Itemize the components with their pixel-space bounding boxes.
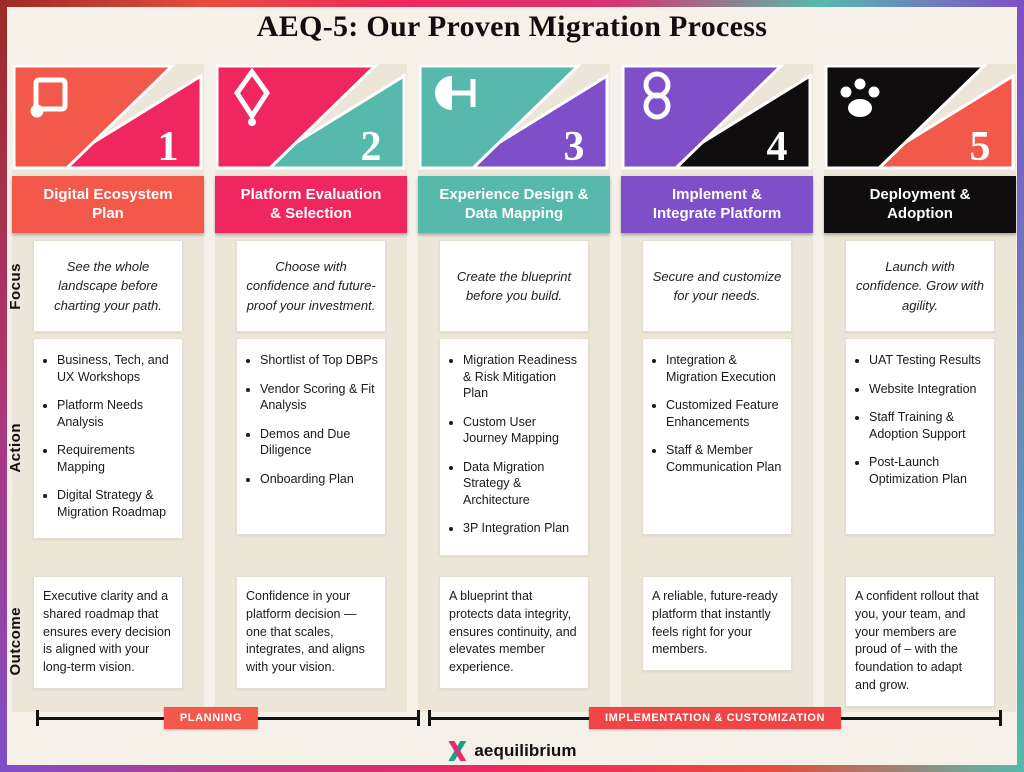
stage-column-2: 2 Platform Evaluation & Selection Choose…: [215, 64, 407, 712]
stage-5-focus-card: Launch with confidence. Grow with agilit…: [845, 240, 995, 332]
stage-2-flag-banner: 2: [215, 64, 406, 170]
stage-column-5: 5 Deployment & Adoption Launch with conf…: [824, 64, 1016, 712]
action-item: Requirements Mapping: [57, 442, 176, 475]
stage-3-outcome-card: A blueprint that protects data integrity…: [439, 576, 589, 689]
action-item: Data Migration Strategy & Architecture: [463, 459, 582, 509]
action-item: Shortlist of Top DBPs: [260, 352, 379, 369]
stage-1-title-bar: Digital Ecosystem Plan: [12, 176, 204, 233]
gradient-border-top: [0, 0, 1024, 7]
stage-1-action-card: Business, Tech, and UX Workshops Platfor…: [33, 338, 183, 539]
action-item: Customized Feature Enhancements: [666, 397, 785, 430]
stage-1-flag-banner: 1: [12, 64, 203, 170]
action-item: Custom User Journey Mapping: [463, 414, 582, 447]
bracket-tick: [428, 710, 431, 726]
stage-column-3: 3 Experience Design & Data Mapping Creat…: [418, 64, 610, 712]
stage-3-title-bar: Experience Design & Data Mapping: [418, 176, 610, 233]
bracket-tick: [417, 710, 420, 726]
focus-text: See the whole landscape before charting …: [54, 258, 162, 313]
stage-3-action-card: Migration Readiness & Risk Mitigation Pl…: [439, 338, 589, 556]
bracket-tick: [36, 710, 39, 726]
focus-text: Choose with confidence and future-proof …: [246, 258, 376, 313]
stage-4-action-card: Integration & Migration Execution Custom…: [642, 338, 792, 535]
stage-title: Implement & Integrate Platform: [652, 185, 782, 222]
action-item: Demos and Due Diligence: [260, 426, 379, 459]
action-item: Digital Strategy & Migration Roadmap: [57, 487, 176, 520]
stage-column-4: 4 Implement & Integrate Platform Secure …: [621, 64, 813, 712]
page-title: AEQ-5: Our Proven Migration Process: [256, 10, 768, 43]
stage-number: 5: [970, 124, 991, 170]
stage-title: Experience Design & Data Mapping: [439, 185, 589, 222]
stage-4-outcome-card: A reliable, future-ready platform that i…: [642, 576, 792, 671]
focus-text: Create the blueprint before you build.: [456, 268, 572, 304]
outcome-text: A blueprint that protects data integrity…: [449, 589, 577, 674]
action-list: Business, Tech, and UX Workshops Platfor…: [38, 352, 176, 520]
focus-text: Launch with confidence. Grow with agilit…: [856, 258, 984, 313]
stage-number: 4: [767, 124, 788, 170]
stage-2-title-bar: Platform Evaluation & Selection: [215, 176, 407, 233]
stage-title: Deployment & Adoption: [869, 185, 971, 222]
stage-number: 3: [564, 124, 585, 170]
stage-5-title-bar: Deployment & Adoption: [824, 176, 1016, 233]
stage-2-focus-card: Choose with confidence and future-proof …: [236, 240, 386, 332]
planning-phase-badge: PLANNING: [163, 707, 259, 729]
stage-5-flag-banner: 5: [824, 64, 1015, 170]
gradient-border-bottom: [0, 765, 1024, 772]
stage-2-outcome-card: Confidence in your platform decision — o…: [236, 576, 386, 689]
chain-links-icon: [643, 71, 671, 120]
action-item: Staff Training & Adoption Support: [869, 409, 988, 442]
stage-1-outcome-card: Executive clarity and a shared roadmap t…: [33, 576, 183, 689]
stage-column-1: 1 Digital Ecosystem Plan See the whole l…: [12, 64, 204, 712]
stage-5-outcome-card: A confident rollout that you, your team,…: [845, 576, 995, 707]
stage-title: Platform Evaluation & Selection: [240, 185, 382, 222]
stage-number: 1: [158, 124, 179, 170]
logo-text: aequilibrium: [474, 741, 577, 760]
action-item: Post-Launch Optimization Plan: [869, 454, 988, 487]
outcome-text: A reliable, future-ready platform that i…: [652, 589, 778, 657]
plug-connector-icon: [435, 76, 476, 110]
gradient-border-right: [1017, 0, 1024, 772]
row-label-outcome: Outcome: [6, 606, 24, 676]
gradient-border-left: [0, 0, 7, 772]
action-list: UAT Testing Results Website Integration …: [850, 352, 988, 487]
row-label-action: Action: [6, 423, 24, 473]
outcome-text: Executive clarity and a shared roadmap t…: [43, 589, 171, 674]
stage-4-flag-banner: 4: [621, 64, 812, 170]
diamond-icon: [233, 67, 271, 126]
focus-text: Secure and customize for your needs.: [652, 268, 782, 304]
action-item: 3P Integration Plan: [463, 520, 582, 537]
stage-3-flag-banner: 3: [418, 64, 609, 170]
action-list: Shortlist of Top DBPs Vendor Scoring & F…: [241, 352, 379, 487]
action-item: UAT Testing Results: [869, 352, 988, 369]
stage-5-action-card: UAT Testing Results Website Integration …: [845, 338, 995, 535]
stage-2-action-card: Shortlist of Top DBPs Vendor Scoring & F…: [236, 338, 386, 535]
action-item: Website Integration: [869, 381, 988, 398]
stage-4-title-bar: Implement & Integrate Platform: [621, 176, 813, 233]
frame-nodes-icon: [30, 77, 68, 118]
stage-number: 2: [361, 124, 382, 170]
action-item: Platform Needs Analysis: [57, 397, 176, 430]
row-label-focus: Focus: [6, 262, 24, 310]
action-item: Vendor Scoring & Fit Analysis: [260, 381, 379, 414]
paw-icon: [840, 78, 880, 117]
action-item: Staff & Member Communication Plan: [666, 442, 785, 475]
bracket-tick: [999, 710, 1002, 726]
stage-4-focus-card: Secure and customize for your needs.: [642, 240, 792, 332]
action-item: Onboarding Plan: [260, 471, 379, 488]
action-list: Integration & Migration Execution Custom…: [647, 352, 785, 475]
stage-3-focus-card: Create the blueprint before you build.: [439, 240, 589, 332]
aequilibrium-logo: aequilibrium: [447, 741, 577, 761]
action-item: Integration & Migration Execution: [666, 352, 785, 385]
action-item: Migration Readiness & Risk Mitigation Pl…: [463, 352, 582, 402]
action-item: Business, Tech, and UX Workshops: [57, 352, 176, 385]
outcome-text: A confident rollout that you, your team,…: [855, 589, 979, 692]
stage-1-focus-card: See the whole landscape before charting …: [33, 240, 183, 332]
implementation-phase-badge: IMPLEMENTATION & CUSTOMIZATION: [588, 707, 842, 729]
stage-title: Digital Ecosystem Plan: [43, 185, 173, 222]
outcome-text: Confidence in your platform decision — o…: [246, 589, 365, 674]
aequilibrium-logo-icon: [448, 741, 467, 761]
action-list: Migration Readiness & Risk Mitigation Pl…: [444, 352, 582, 537]
